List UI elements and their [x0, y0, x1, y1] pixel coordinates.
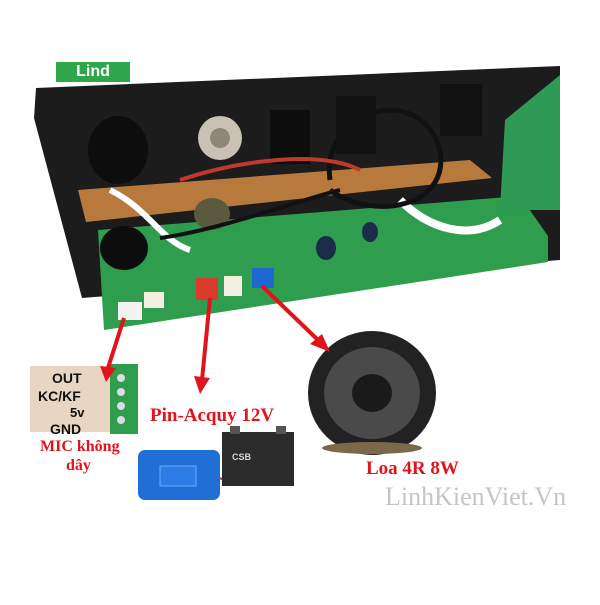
- arrow-speaker: [260, 284, 320, 342]
- lead-acid-battery: [222, 432, 294, 486]
- mic-caption-line1: MIC không: [40, 438, 120, 455]
- knob-center: [210, 128, 230, 148]
- pinout-pcb-strip: [110, 364, 138, 434]
- capacitor-1: [194, 198, 230, 230]
- red-wire: [179, 157, 361, 182]
- pin-5v-label: 5v: [70, 405, 85, 420]
- white-wire-bundle: [397, 197, 503, 235]
- pin-hole-4: [117, 416, 125, 424]
- speaker-frame: [322, 442, 422, 454]
- audio-jack-4: [336, 96, 376, 154]
- speaker-caption: Loa 4R 8W: [366, 458, 459, 479]
- arrow-speaker-head: [310, 334, 330, 352]
- mic-connector: [118, 302, 142, 320]
- speaker-dustcap: [352, 374, 392, 412]
- pin-hole-3: [117, 402, 125, 410]
- black-wire-loop: [326, 107, 444, 209]
- black-wire: [159, 188, 341, 240]
- battery-terminal-2: [276, 426, 286, 434]
- battery-connector: [196, 278, 218, 300]
- capacitor-2: [316, 236, 336, 260]
- battery-label: [159, 465, 197, 487]
- arrow-mic: [106, 317, 126, 369]
- capacitor-3: [362, 222, 378, 242]
- arrow-battery: [200, 297, 212, 381]
- pin-out-label: OUT: [52, 370, 82, 386]
- brown-pcb: [78, 160, 492, 222]
- white-wire: [108, 187, 192, 253]
- pin-gnd-label: GND: [50, 421, 82, 437]
- battery-brand: CSB: [232, 452, 252, 462]
- audio-jack-3: [270, 110, 310, 164]
- small-connector: [144, 292, 164, 308]
- audio-jack-5: [440, 84, 482, 136]
- white-connector: [224, 276, 242, 296]
- mic-caption-line2: dây: [66, 457, 91, 474]
- pin-hole-2: [117, 388, 125, 396]
- battery-caption: Pin-Acquy 12V: [150, 405, 275, 426]
- speaker-connector: [252, 268, 274, 288]
- arrow-mic-head: [100, 366, 116, 382]
- audio-jack-2: [100, 226, 148, 270]
- brand-logo: Lind: [56, 62, 130, 82]
- watermark: LinhKienViet.Vn: [385, 482, 567, 511]
- side-pcb: [500, 75, 560, 210]
- pin-kc-kf-label: KC/KF: [38, 388, 81, 404]
- audio-jack-1: [88, 116, 148, 184]
- arrow-battery-head: [194, 376, 210, 394]
- pin-hole-1: [117, 374, 125, 382]
- battery-terminal-1: [230, 426, 240, 434]
